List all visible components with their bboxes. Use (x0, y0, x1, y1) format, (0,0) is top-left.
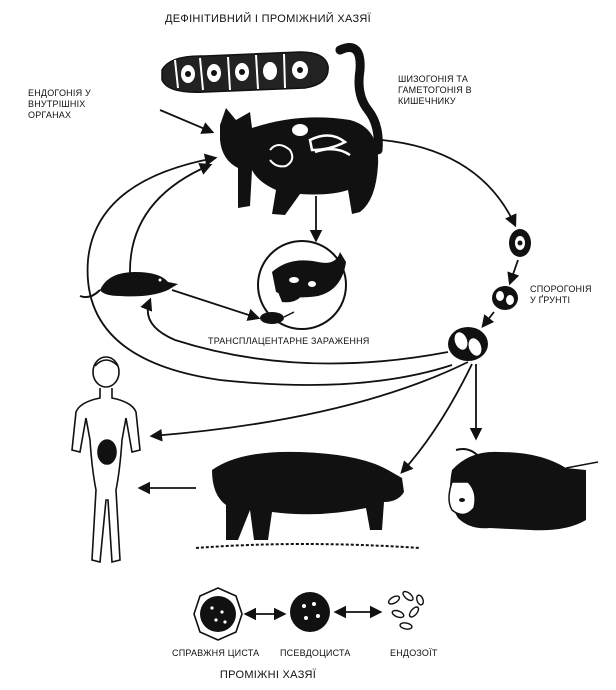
svg-text:ОРГАНАХ: ОРГАНАХ (28, 110, 71, 120)
pseudocyst-illustration (290, 592, 330, 632)
pseudocyst-label: ПСЕВДОЦИСТА (280, 648, 351, 658)
sporogony-label: СПОРОГОНІЯ У ҐРУНТІ (530, 284, 592, 305)
schizogony-label: ШИЗОГОНІЯ ТА ГАМЕТОГОНІЯ В КИШЕЧНИКУ (398, 74, 472, 106)
svg-text:ГАМЕТОГОНІЯ В: ГАМЕТОГОНІЯ В (398, 85, 472, 95)
endozoite-illustration (387, 590, 424, 630)
arrow-cat-to-oocyst (382, 140, 515, 225)
true-cyst-illustration (194, 588, 242, 640)
diagram-title-bottom: ПРОМІЖНІ ХАЗЯЇ (220, 669, 317, 681)
endozoite-label: ЕНДОЗОЇТ (390, 648, 438, 658)
arrow-oocyst-to-sporulating (510, 260, 518, 283)
svg-text:СПОРОГОНІЯ: СПОРОГОНІЯ (530, 284, 592, 294)
intestine-segment-illustration (162, 52, 328, 92)
svg-text:У ҐРУНТІ: У ҐРУНТІ (530, 294, 570, 305)
pig-intermediate-host (196, 452, 420, 548)
oocyst-unsporulated (509, 229, 531, 257)
diagram-title-top: ДЕФІНІТИВНИЙ І ПРОМІЖНИЙ ХАЗЯЇ (165, 12, 372, 25)
arrow-oocyst-to-pig (402, 364, 472, 472)
arrow-endogony-to-cat (160, 110, 212, 132)
svg-text:ЕНДОГОНІЯ У: ЕНДОГОНІЯ У (28, 88, 91, 98)
svg-text:ВНУТРІШНІХ: ВНУТРІШНІХ (28, 99, 85, 109)
oocyst-mature (448, 327, 488, 361)
true-cyst-label: СПРАВЖНЯ ЦИСТА (172, 648, 259, 658)
endogony-label: ЕНДОГОНІЯ У ВНУТРІШНІХ ОРГАНАХ (28, 88, 91, 120)
arrow-sporulating-to-mature (483, 312, 494, 326)
oocyst-sporulating (492, 286, 518, 310)
svg-text:КИШЕЧНИКУ: КИШЕЧНИКУ (398, 96, 456, 106)
mouse-intermediate-host (80, 272, 178, 297)
human-intermediate-host (72, 357, 140, 562)
transplacental-label: ТРАНСПЛАЦЕНТАРНЕ ЗАРАЖЕННЯ (208, 336, 370, 346)
cow-intermediate-host (449, 449, 598, 530)
arrow-mouse-to-pup (172, 290, 258, 318)
svg-text:ШИЗОГОНІЯ ТА: ШИЗОГОНІЯ ТА (398, 74, 468, 84)
